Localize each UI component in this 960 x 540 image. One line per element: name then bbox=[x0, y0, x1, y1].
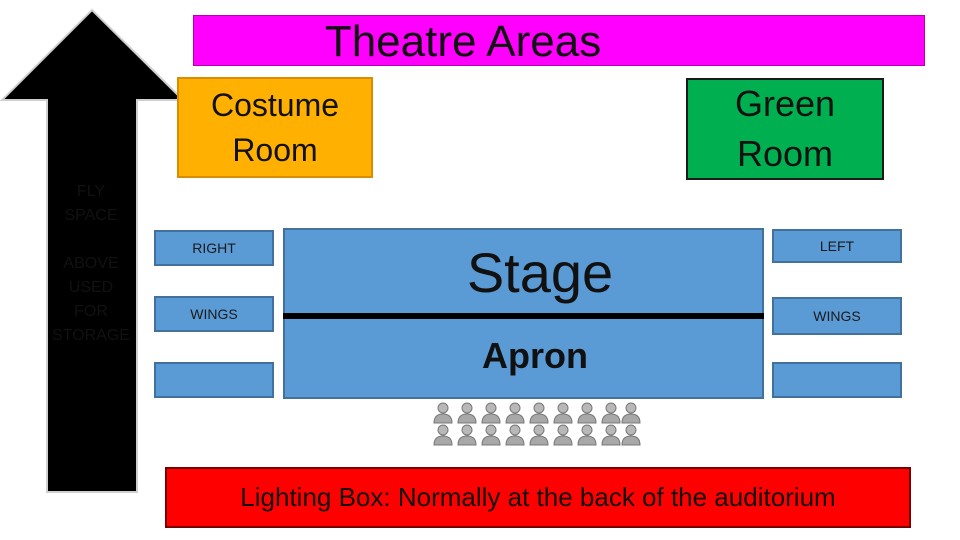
storage-line: ABOVE bbox=[63, 255, 119, 272]
lighting-box-label: Lighting Box: Normally at the back of th… bbox=[240, 482, 836, 512]
left-wing-label: LEFT bbox=[819, 238, 855, 254]
left-wing-3 bbox=[772, 362, 902, 398]
storage-line: FOR bbox=[74, 303, 108, 320]
left-wing-2: WINGS bbox=[772, 297, 902, 335]
stage-label: Stage bbox=[466, 241, 614, 304]
costume-room-line: Costume bbox=[210, 86, 340, 123]
right-wing-1: RIGHT bbox=[154, 230, 274, 266]
fly-space-label: FLY SPACE bbox=[45, 180, 137, 228]
storage-label: ABOVE USED FOR STORAGE bbox=[45, 252, 137, 348]
costume-room-line: Room bbox=[232, 131, 318, 168]
apron-label: Apron bbox=[482, 335, 588, 376]
right-wing-3 bbox=[154, 362, 274, 398]
green-room-line: Room bbox=[736, 133, 834, 174]
fly-space-line: FLY bbox=[76, 183, 106, 200]
costume-room: Costume Room bbox=[177, 77, 373, 178]
storage-line: STORAGE bbox=[52, 327, 130, 344]
title-banner bbox=[193, 15, 925, 66]
left-wing-1: LEFT bbox=[772, 229, 902, 263]
audience-icon bbox=[433, 402, 641, 446]
green-room: Green Room bbox=[686, 78, 884, 180]
left-wing-label: WINGS bbox=[813, 308, 861, 324]
right-wing-2: WINGS bbox=[154, 296, 274, 332]
fly-space-line: SPACE bbox=[64, 207, 118, 224]
right-wing-label: RIGHT bbox=[192, 240, 236, 256]
green-room-line: Green bbox=[734, 82, 836, 124]
stage-edge-line bbox=[283, 313, 764, 319]
page-title: Theatre Areas bbox=[324, 17, 602, 66]
right-wing-label: WINGS bbox=[190, 306, 238, 322]
storage-line: USED bbox=[68, 279, 114, 296]
fly-space-arrow-icon bbox=[0, 8, 186, 493]
lighting-box: Lighting Box: Normally at the back of th… bbox=[165, 467, 911, 528]
